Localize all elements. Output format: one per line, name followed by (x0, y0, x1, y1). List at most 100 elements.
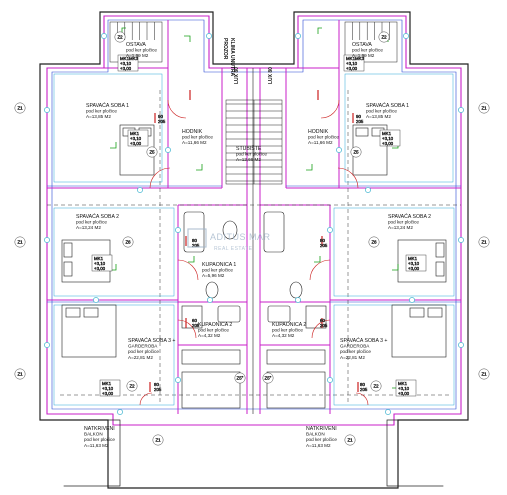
svg-text:+3,00: +3,00 (346, 66, 358, 71)
watermark-title: ADITUS MAR (210, 232, 271, 242)
wall-marker (365, 187, 371, 193)
svg-text:80: 80 (154, 382, 159, 387)
svg-text:+3,00: +3,00 (408, 266, 420, 271)
svg-text:Z1: Z1 (17, 240, 23, 245)
wall-marker (409, 297, 415, 303)
window-callout: MK1+3,10+3,00 (379, 129, 401, 147)
svg-text:80: 80 (360, 382, 365, 387)
svg-text:+3,10: +3,10 (130, 136, 142, 141)
wall-marker (206, 33, 212, 39)
wall-marker (175, 227, 181, 233)
svg-text:205: 205 (360, 387, 368, 392)
svg-text:MK1MK3: MK1MK3 (120, 56, 139, 61)
wall-marker (44, 342, 50, 348)
window-callout: MK1+3,10+3,00 (395, 379, 417, 397)
vertical-labels: PROZOR KLIMA UNUTRA LUX 80 LUX 80 (222, 38, 274, 84)
svg-text:205: 205 (158, 119, 166, 124)
wall-marker (44, 107, 50, 113)
svg-text:+3,00: +3,00 (94, 266, 106, 271)
svg-text:Z6: Z6 (125, 240, 131, 245)
wall-marker (458, 107, 464, 113)
zone-tag: Z1 (344, 434, 356, 446)
svg-text:+3,10: +3,10 (102, 386, 114, 391)
zone-tag: Z1 (478, 102, 490, 114)
svg-text:+3,00: +3,00 (102, 391, 114, 396)
wall-marker (403, 33, 409, 39)
window-callout: MK1MK3+3,10+3,00 (343, 54, 365, 72)
bed-icon (391, 304, 447, 358)
window-callout: MK1+3,10+3,00 (405, 254, 427, 272)
window-callout: MK1+3,10+3,00 (127, 129, 149, 147)
bed-icon (397, 239, 447, 283)
svg-text:+3,10: +3,10 (120, 61, 132, 66)
svg-text:205: 205 (192, 323, 200, 328)
svg-text:Z2: Z2 (129, 384, 135, 389)
wall-marker (207, 297, 213, 303)
svg-text:80: 80 (192, 238, 197, 243)
svg-text:+3,10: +3,10 (398, 386, 410, 391)
svg-text:MK1: MK1 (382, 131, 392, 136)
zone-tag: Z2 (126, 380, 138, 392)
wall-marker (295, 33, 301, 39)
wall-marker (385, 409, 391, 415)
svg-text:205: 205 (356, 119, 364, 124)
svg-text:60: 60 (192, 318, 197, 323)
wall-marker (101, 33, 107, 39)
bed-icon (61, 304, 117, 358)
svg-text:Z1: Z1 (481, 106, 487, 111)
wall-marker (458, 342, 464, 348)
svg-text:MK1: MK1 (398, 381, 408, 386)
svg-text:Z2: Z2 (381, 35, 387, 40)
wall-marker (295, 297, 301, 303)
svg-text:+3,00: +3,00 (130, 141, 142, 146)
wall-marker (336, 147, 342, 153)
zone-tag: Z1 (478, 236, 490, 248)
doors (139, 99, 369, 406)
svg-text:Z2: Z2 (117, 35, 123, 40)
prozor-label: PROZOR (222, 38, 228, 60)
hidden-beams (47, 90, 461, 405)
zone-tag: Z5° (262, 372, 274, 384)
zone-tag: Z1 (478, 368, 490, 380)
svg-text:Z1: Z1 (481, 240, 487, 245)
interior-walls (47, 20, 461, 414)
svg-text:+3,10: +3,10 (94, 261, 106, 266)
svg-text:205: 205 (154, 387, 162, 392)
wall-marker (165, 147, 171, 153)
klima-label: KLIMA UNUTRA (229, 38, 235, 77)
svg-text:+3,00: +3,00 (398, 391, 410, 396)
zone-tag: Z2 (114, 31, 126, 43)
zone-tag: Z1 (14, 368, 26, 380)
wall-marker (327, 227, 333, 233)
zone-tag: Z2 (378, 31, 390, 43)
svg-text:MK1: MK1 (94, 256, 104, 261)
svg-text:+3,00: +3,00 (120, 66, 132, 71)
svg-text:Z5: Z5 (149, 150, 155, 155)
wall-marker (327, 377, 333, 383)
zone-tag: Z1 (14, 236, 26, 248)
svg-text:205: 205 (320, 243, 328, 248)
svg-text:MK1: MK1 (102, 381, 112, 386)
svg-text:Z1: Z1 (347, 438, 353, 443)
stairs (225, 99, 283, 185)
svg-text:MK1: MK1 (130, 131, 140, 136)
wall-marker (137, 187, 143, 193)
svg-text:+3,10: +3,10 (408, 261, 420, 266)
